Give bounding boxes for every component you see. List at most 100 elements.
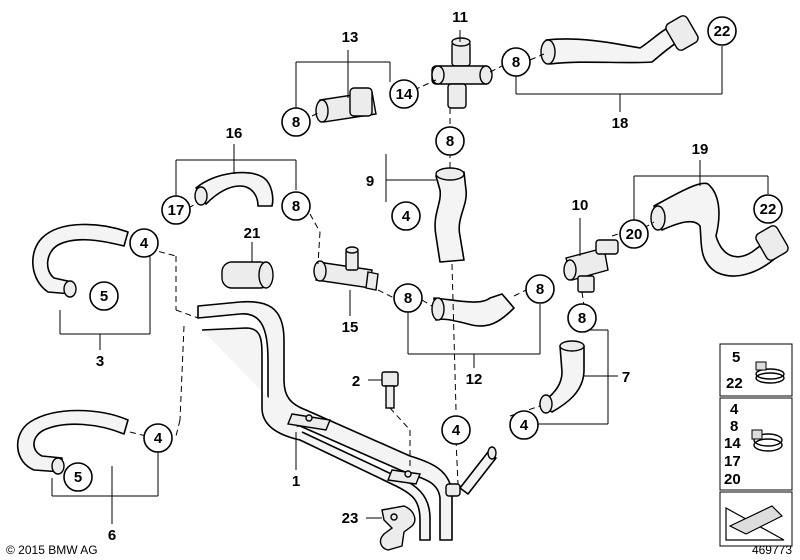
callout-21: 21 [244,225,261,242]
svg-text:6: 6 [108,527,116,544]
leader-lines [51,30,769,524]
hose-3-drawing [32,223,129,298]
svg-text:22: 22 [760,201,777,218]
svg-text:15: 15 [342,319,359,336]
svg-text:20: 20 [626,226,643,243]
callout-14: 14 [389,79,419,109]
svg-text:8: 8 [404,290,412,307]
callout-13: 13 [342,29,359,46]
callout-15: 15 [342,319,359,336]
hose-18-drawing [540,15,699,65]
svg-text:9: 9 [366,173,374,190]
callout-22-right: 22 [753,194,783,224]
svg-text:4: 4 [154,430,163,447]
svg-text:8: 8 [512,54,520,71]
callout-4-center: 4 [391,201,421,231]
callout-4-left-bottom: 4 [143,423,173,453]
callout-1: 1 [292,473,300,490]
hose-16-drawing [194,171,274,207]
callout-20: 20 [619,219,649,249]
svg-text:11: 11 [452,9,468,26]
callout-5-top: 5 [89,281,119,311]
callout-7: 7 [622,369,630,386]
svg-text:4: 4 [140,235,149,252]
hose-12-drawing [431,293,515,327]
callout-6: 6 [108,527,116,544]
callout-23: 23 [342,510,359,527]
legend-group2-item-3: 14 [724,435,741,452]
callout-17: 17 [161,195,191,225]
legend-group1-item-1: 5 [732,349,740,366]
callout-8-center-mid: 8 [393,283,423,313]
svg-text:8: 8 [536,281,544,298]
callout-8-top-left: 8 [281,107,311,137]
hose-9-drawing [434,167,467,263]
svg-text:13: 13 [342,29,359,46]
svg-text:14: 14 [396,86,413,103]
svg-text:3: 3 [96,353,104,370]
svg-text:22: 22 [714,23,731,40]
pipe-1-drawing [197,300,497,541]
callout-3: 3 [96,353,104,370]
legend-group1-item-2: 22 [726,375,743,392]
callout-9: 9 [366,173,374,190]
callout-8-right-a: 8 [525,274,555,304]
callout-8-center-top: 8 [435,126,465,156]
arrow-icon [725,505,785,541]
svg-text:8: 8 [292,114,300,131]
svg-text:1: 1 [292,473,300,490]
svg-text:19: 19 [692,141,709,158]
callout-10: 10 [572,197,589,214]
svg-text:18: 18 [612,115,629,132]
callout-4-left-top: 4 [129,228,159,258]
callout-19: 19 [692,141,709,158]
svg-text:12: 12 [466,371,483,388]
callout-16: 16 [226,125,243,142]
callout-5-bottom: 5 [63,462,93,492]
connector-11-drawing [431,37,493,109]
callout-8-left-mid: 8 [281,191,311,221]
connector-15-drawing [313,246,379,291]
hose-7-drawing [539,340,585,414]
bolt-2-drawing [381,371,399,409]
bracket-23-drawing [379,505,416,551]
callout-12: 12 [466,371,483,388]
clamp-icon [755,361,785,384]
legend-group2-item-1: 4 [730,401,739,418]
copyright-text: © 2015 BMW AG [6,543,98,557]
svg-text:4: 4 [402,208,411,225]
svg-text:2: 2 [352,373,360,390]
callout-11: 11 [452,9,468,26]
callout-18: 18 [612,115,629,132]
svg-text:5: 5 [100,288,108,305]
svg-text:7: 7 [622,369,630,386]
svg-text:23: 23 [342,510,359,527]
svg-text:8: 8 [578,310,586,327]
svg-text:17: 17 [168,202,185,219]
callout-8-right-b: 8 [567,303,597,333]
svg-text:16: 16 [226,125,243,142]
hose-19-drawing [650,182,789,277]
svg-text:21: 21 [244,225,261,242]
callout-22-top: 22 [707,16,737,46]
svg-text:4: 4 [452,422,461,439]
callout-4-bottom-center: 4 [441,415,471,445]
svg-text:8: 8 [446,133,454,150]
hose-6-drawing [16,409,129,475]
callout-2: 2 [352,373,360,390]
legend-group2-item-4: 17 [724,453,741,470]
hose-clamp-icon [751,429,783,452]
legend-group2-item-2: 8 [730,418,738,435]
svg-text:10: 10 [572,197,589,214]
callout-8-top-right: 8 [501,47,531,77]
svg-text:4: 4 [520,417,529,434]
legend-group2-item-5: 20 [724,471,741,488]
legend-panel: 5 22 4 8 14 17 20 [719,343,793,547]
connector-10-drawing [563,239,619,293]
sleeve-21-drawing [221,261,274,289]
svg-text:5: 5 [74,469,82,486]
diagram-number: 469773 [752,543,792,557]
svg-text:8: 8 [292,198,300,215]
sleeve-13-drawing [315,87,377,123]
